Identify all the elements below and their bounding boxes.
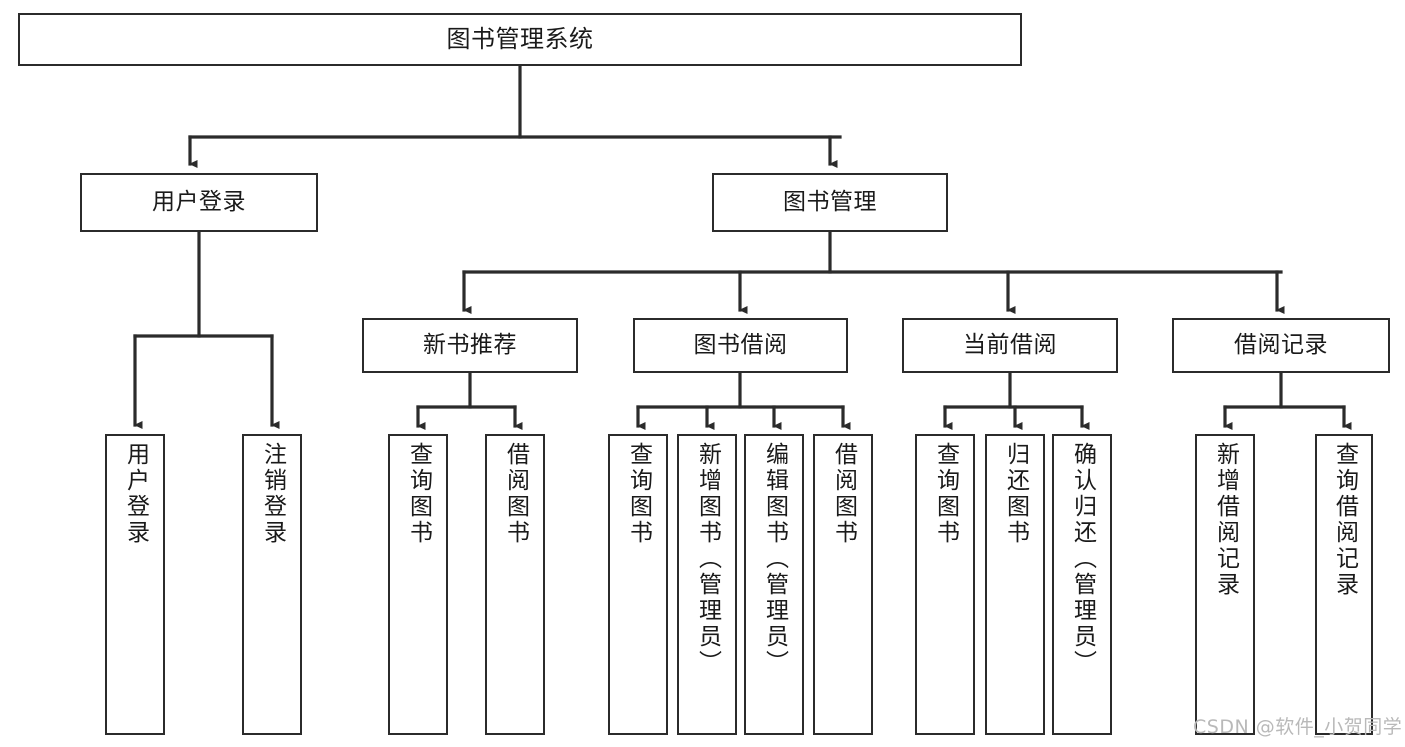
node-edit-book-admin-label: 编辑图书（管理员） (761, 442, 788, 676)
node-edit-book-admin[interactable]: 编辑图书（管理员） (744, 434, 804, 735)
node-user-login-label: 用户登录 (152, 188, 246, 215)
node-query-borrow-record[interactable]: 查询借阅记录 (1315, 434, 1373, 735)
node-user-logout-leaf-label: 注销登录 (259, 442, 286, 546)
node-query-book-3[interactable]: 查询图书 (915, 434, 975, 735)
node-book-management-label: 图书管理 (783, 188, 877, 215)
node-query-borrow-record-label: 查询借阅记录 (1331, 442, 1358, 598)
node-borrow-book-2[interactable]: 借阅图书 (813, 434, 873, 735)
node-user-login-leaf-label: 用户登录 (122, 442, 149, 546)
node-borrow-record-label: 借阅记录 (1234, 331, 1328, 358)
node-query-book-3-label: 查询图书 (932, 442, 959, 546)
node-query-book-2-label: 查询图书 (625, 442, 652, 546)
node-book-borrow[interactable]: 图书借阅 (633, 318, 848, 373)
node-user-login-leaf[interactable]: 用户登录 (105, 434, 165, 735)
node-add-book-admin[interactable]: 新增图书（管理员） (677, 434, 737, 735)
node-borrow-book-1-label: 借阅图书 (502, 442, 529, 546)
node-borrow-record[interactable]: 借阅记录 (1172, 318, 1390, 373)
node-add-book-admin-label: 新增图书（管理员） (694, 442, 721, 676)
node-add-borrow-record[interactable]: 新增借阅记录 (1195, 434, 1255, 735)
node-borrow-book-2-label: 借阅图书 (830, 442, 857, 546)
node-borrow-book-1[interactable]: 借阅图书 (485, 434, 545, 735)
node-return-book[interactable]: 归还图书 (985, 434, 1045, 735)
node-root[interactable]: 图书管理系统 (18, 13, 1022, 66)
node-add-borrow-record-label: 新增借阅记录 (1212, 442, 1239, 598)
node-user-logout-leaf[interactable]: 注销登录 (242, 434, 302, 735)
node-current-borrow-label: 当前借阅 (963, 331, 1057, 358)
node-confirm-return-admin-label: 确认归还（管理员） (1069, 442, 1096, 676)
node-root-label: 图书管理系统 (446, 25, 594, 54)
node-query-book-2[interactable]: 查询图书 (608, 434, 668, 735)
node-user-login[interactable]: 用户登录 (80, 173, 318, 232)
node-query-book-1-label: 查询图书 (405, 442, 432, 546)
node-book-borrow-label: 图书借阅 (693, 331, 788, 358)
node-book-management[interactable]: 图书管理 (712, 173, 948, 232)
node-new-book-recommend-label: 新书推荐 (423, 331, 517, 358)
node-current-borrow[interactable]: 当前借阅 (902, 318, 1118, 373)
node-confirm-return-admin[interactable]: 确认归还（管理员） (1052, 434, 1112, 735)
node-return-book-label: 归还图书 (1002, 442, 1029, 546)
node-query-book-1[interactable]: 查询图书 (388, 434, 448, 735)
node-new-book-recommend[interactable]: 新书推荐 (362, 318, 578, 373)
